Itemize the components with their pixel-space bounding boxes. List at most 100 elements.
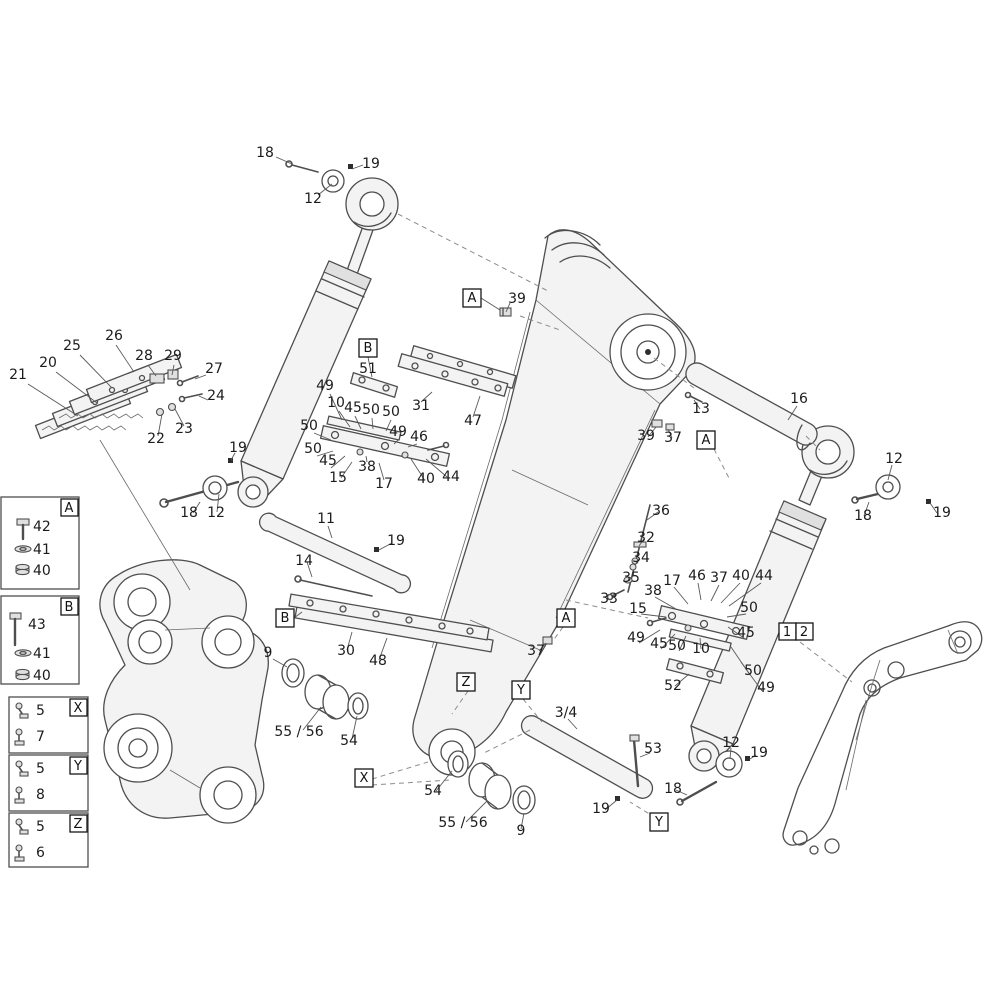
callout-48: 48: [369, 653, 387, 669]
callout-46: 46: [688, 568, 706, 584]
callout-49: 49: [316, 378, 334, 394]
pin-11: [258, 512, 412, 597]
callout-49: 49: [389, 424, 407, 440]
clip-39-37-right: [651, 419, 675, 431]
nut-icon: [15, 668, 30, 681]
callout-19: 19: [229, 440, 247, 456]
grease-fitting-straight-icon: [14, 844, 25, 862]
callout-19: 19: [933, 505, 951, 521]
marker-1-label: 1: [783, 625, 791, 640]
main-boom: [412, 229, 696, 776]
callout-19: 19: [362, 156, 380, 172]
legend-b-item-40: 40: [33, 668, 51, 684]
callout-12: 12: [207, 505, 225, 521]
callout-29: 29: [164, 348, 182, 364]
callout-10: 10: [692, 641, 710, 657]
callout-52: 52: [664, 678, 682, 694]
legend-b-item-43: 43: [28, 617, 46, 633]
grease-fitting-icon: [15, 702, 29, 719]
callout-40: 40: [732, 568, 750, 584]
marker-x-bottom-label: X: [360, 771, 369, 786]
plate-51: [349, 372, 399, 398]
clip-37-center: [542, 636, 553, 645]
callout-46: 46: [410, 429, 428, 445]
callout-32: 32: [637, 530, 655, 546]
legend-group-b: B 43 41 40: [0, 595, 80, 685]
marker-a-center: A: [556, 608, 576, 628]
marker-y-center: Y: [511, 680, 531, 700]
marker-y-center-label: Y: [516, 683, 525, 698]
callout-37: 37: [664, 430, 682, 446]
leader-lines: [27, 156, 938, 830]
callout-47: 47: [464, 413, 482, 429]
callout-16: 16: [790, 391, 808, 407]
callout-37: 37: [527, 643, 545, 659]
callout-45: 45: [319, 453, 337, 469]
nut-icon: [15, 563, 30, 576]
callout-50: 50: [304, 441, 322, 457]
grease-fitting-icon: [15, 760, 29, 777]
callout-21: 21: [9, 367, 27, 383]
plate-30-48: [288, 593, 494, 653]
marker-a-top: A: [462, 288, 482, 308]
callout-50: 50: [668, 638, 686, 654]
legend-group-x: X 5 7: [8, 696, 89, 754]
bushing-set-left: [281, 658, 369, 720]
hex-bolt-long-icon: [9, 612, 22, 647]
callout-19: 19: [387, 533, 405, 549]
callout-31: 31: [412, 398, 430, 414]
callout-39: 39: [508, 291, 526, 307]
callout-54: 54: [340, 733, 358, 749]
marker-a-right-label: A: [702, 433, 711, 448]
callout-12: 12: [885, 451, 903, 467]
marker-b-top: B: [358, 338, 378, 358]
legend: A 42 41 40 B 43 41 40 X 5: [0, 496, 89, 868]
callout-20: 20: [39, 355, 57, 371]
grease-fitting-angled-icon: [14, 728, 25, 746]
legend-z-item-5: 5: [36, 819, 45, 835]
callout-55-56: 55 / 56: [438, 815, 487, 831]
marker-y-bottom: Y: [649, 812, 669, 832]
marker-z-center-label: Z: [462, 675, 471, 690]
callout-51: 51: [359, 361, 377, 377]
marker-x-bottom: X: [354, 768, 374, 788]
callout-27: 27: [205, 361, 223, 377]
callout-24: 24: [207, 388, 225, 404]
callout-37: 37: [710, 570, 728, 586]
callout-54: 54: [424, 783, 442, 799]
marker-1-2: 1 2: [778, 622, 814, 641]
callout-3-4: 3/4: [555, 705, 578, 721]
legend-a-letter: A: [65, 501, 74, 516]
callout-12: 12: [304, 191, 322, 207]
callout-11: 11: [317, 511, 335, 527]
callout-9: 9: [264, 645, 273, 661]
callout-45: 45: [344, 400, 362, 416]
legend-z-item-6: 6: [36, 845, 45, 861]
marker-2-label: 2: [800, 625, 808, 640]
callout-26: 26: [105, 328, 123, 344]
grease-fitting-icon: [15, 818, 29, 835]
callout-19: 19: [592, 801, 610, 817]
boom-cylinder-left: [159, 160, 399, 508]
callout-39: 39: [637, 428, 655, 444]
legend-group-z: Z 5 6: [8, 812, 89, 868]
legend-y-item-8: 8: [36, 787, 45, 803]
callout-30: 30: [337, 643, 355, 659]
wear-plate-stack: [34, 353, 203, 591]
callout-53: 53: [644, 741, 662, 757]
callout-14: 14: [295, 553, 313, 569]
callout-12: 12: [722, 735, 740, 751]
callout-49: 49: [757, 680, 775, 696]
callout-34: 34: [632, 550, 650, 566]
bushing-set-center: [447, 750, 536, 815]
legend-group-y: Y 5 8: [8, 754, 89, 812]
legend-z-letter: Z: [74, 817, 83, 832]
callout-19: 19: [750, 745, 768, 761]
callout-50: 50: [382, 404, 400, 420]
callout-50: 50: [362, 402, 380, 418]
link-assembly-left: [319, 415, 451, 467]
callout-22: 22: [147, 431, 165, 447]
callout-38: 38: [644, 583, 662, 599]
callout-13: 13: [692, 401, 710, 417]
marker-b-top-label: B: [364, 341, 373, 356]
